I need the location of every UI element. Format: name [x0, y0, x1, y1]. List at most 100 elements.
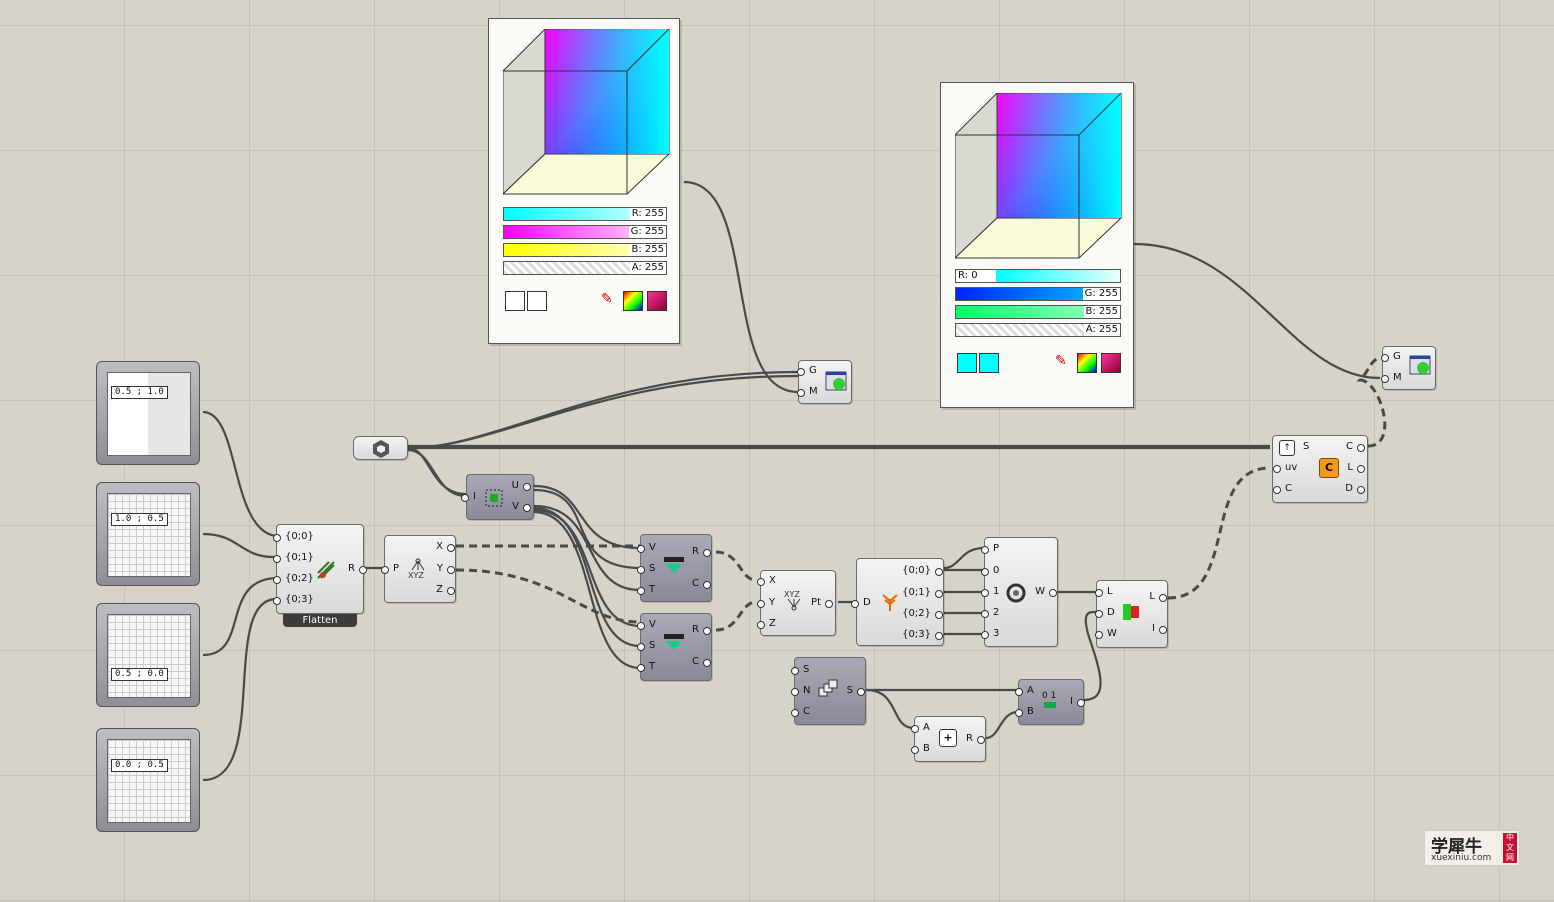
- green-channel-bar[interactable]: G: 255: [503, 225, 667, 239]
- output-port[interactable]: L: [1347, 462, 1364, 473]
- green-channel-bar[interactable]: G: 255: [955, 287, 1121, 301]
- input-port[interactable]: 0: [980, 565, 1000, 576]
- input-port[interactable]: {0;3}: [273, 594, 314, 605]
- colour-cube[interactable]: [955, 93, 1125, 263]
- input-port[interactable]: S: [636, 563, 656, 574]
- eyedropper-icon[interactable]: ✎: [1055, 353, 1067, 369]
- input-port[interactable]: A: [911, 722, 930, 733]
- input-port[interactable]: {0;1}: [273, 552, 314, 563]
- input-port[interactable]: D: [1095, 607, 1115, 618]
- input-port[interactable]: T: [636, 661, 656, 672]
- output-port[interactable]: C: [1346, 441, 1365, 452]
- input-port[interactable]: G: [1381, 351, 1401, 362]
- input-port[interactable]: {0;0}: [273, 531, 314, 542]
- output-port[interactable]: I: [1070, 696, 1085, 707]
- output-port[interactable]: V: [512, 501, 531, 512]
- colour-wheel-icon[interactable]: [623, 291, 643, 311]
- output-port[interactable]: {0;2}: [902, 608, 943, 619]
- colour-cube-icon[interactable]: [1101, 353, 1121, 373]
- input-port[interactable]: X: [757, 575, 776, 586]
- addition-component[interactable]: A B + R: [911, 716, 986, 762]
- colour-swatch-panel-1[interactable]: R: 255 G: 255 B: 255 A: 255 ✎: [488, 18, 680, 344]
- input-port[interactable]: B: [1015, 706, 1034, 717]
- input-port[interactable]: 3: [980, 628, 1000, 639]
- output-port[interactable]: R: [348, 563, 367, 574]
- entwine-component[interactable]: D {0;0} {0;1} {0;2} {0;3}: [851, 558, 944, 646]
- input-port[interactable]: V: [637, 542, 656, 553]
- graph-area[interactable]: [107, 739, 191, 823]
- input-port[interactable]: V: [637, 619, 656, 630]
- graph-mapper-1[interactable]: 0.5 ; 1.0: [96, 361, 200, 465]
- output-port[interactable]: S: [846, 685, 867, 696]
- input-port[interactable]: S: [636, 640, 656, 651]
- evaluate-surface-component-2[interactable]: V S T R C: [636, 613, 712, 681]
- input-port[interactable]: M: [797, 386, 818, 397]
- output-port[interactable]: X: [436, 541, 455, 552]
- output-port[interactable]: R: [966, 733, 985, 744]
- red-channel-bar[interactable]: R: 255: [503, 207, 667, 221]
- output-port[interactable]: R: [692, 546, 711, 557]
- surface-param[interactable]: [353, 436, 408, 460]
- input-port[interactable]: Y: [756, 597, 776, 608]
- output-port[interactable]: L: [1149, 591, 1166, 602]
- alpha-channel-bar[interactable]: A: 255: [955, 323, 1121, 337]
- graph-area[interactable]: [107, 372, 191, 456]
- colour-cube[interactable]: [503, 29, 673, 199]
- input-port[interactable]: A: [1015, 685, 1034, 696]
- graph-mapper-3[interactable]: 0.5 ; 0.0: [96, 603, 200, 707]
- colour-swatch-panel-2[interactable]: R: 0 G: 255 B: 255 A: 255 ✎: [940, 82, 1134, 408]
- deconstruct-point-component[interactable]: P XYZ X Y Z: [380, 535, 456, 603]
- input-port[interactable]: N: [790, 685, 811, 696]
- output-port[interactable]: C: [692, 656, 711, 667]
- colour-preview-box[interactable]: [505, 291, 525, 311]
- divide-domain-component[interactable]: I U V: [461, 474, 534, 520]
- input-port[interactable]: C: [791, 706, 810, 717]
- alpha-channel-bar[interactable]: A: 255: [503, 261, 667, 275]
- output-port[interactable]: {0;0}: [902, 565, 943, 576]
- output-port[interactable]: Y: [436, 563, 456, 574]
- input-port[interactable]: W: [1095, 628, 1117, 639]
- output-port[interactable]: {0;3}: [902, 629, 943, 640]
- output-port[interactable]: {0;1}: [902, 587, 943, 598]
- list-range-component[interactable]: A B 0 1 I: [1015, 679, 1085, 725]
- input-port[interactable]: I: [461, 491, 476, 502]
- input-port[interactable]: P: [980, 543, 1000, 554]
- output-port[interactable]: C: [692, 578, 711, 589]
- graph-area[interactable]: [107, 493, 191, 577]
- colour-cube-icon[interactable]: [647, 291, 667, 311]
- custom-preview-component-2[interactable]: G M: [1381, 346, 1436, 390]
- input-port[interactable]: S: [790, 664, 810, 675]
- evaluate-surface-component-1[interactable]: V S T R C: [636, 534, 712, 602]
- input-port[interactable]: P: [380, 563, 400, 574]
- output-port[interactable]: W: [1035, 586, 1057, 597]
- input-port[interactable]: S: [1303, 441, 1310, 452]
- output-port[interactable]: D: [1345, 483, 1365, 494]
- input-port[interactable]: {0;2}: [273, 573, 314, 584]
- construct-point-component[interactable]: X Y Z XYZ Pt: [756, 570, 836, 636]
- graph-area[interactable]: [107, 614, 191, 698]
- blue-channel-bar[interactable]: B: 255: [503, 243, 667, 257]
- input-port[interactable]: 2: [980, 607, 1000, 618]
- blue-channel-bar[interactable]: B: 255: [955, 305, 1121, 319]
- merge-component[interactable]: {0;0} {0;1} {0;2} {0;3} R: [273, 524, 367, 614]
- red-channel-bar[interactable]: R: 0: [955, 269, 1121, 283]
- input-port[interactable]: 1: [980, 586, 1000, 597]
- surface-closest-point-component[interactable]: ↑ S uv C C C L D: [1272, 435, 1368, 503]
- input-port[interactable]: Z: [757, 618, 776, 629]
- input-port[interactable]: L: [1095, 586, 1113, 597]
- output-port[interactable]: Pt: [811, 597, 833, 608]
- input-port[interactable]: uv: [1272, 462, 1298, 473]
- colour-wheel-icon[interactable]: [1077, 353, 1097, 373]
- series-component[interactable]: S N C S: [790, 657, 867, 725]
- input-port[interactable]: G: [797, 365, 817, 376]
- graph-mapper-2[interactable]: 1.0 ; 0.5: [96, 482, 200, 586]
- graph-mapper-4[interactable]: 0.0 ; 0.5: [96, 728, 200, 832]
- eyedropper-icon[interactable]: ✎: [601, 291, 613, 307]
- output-port[interactable]: R: [692, 624, 711, 635]
- input-port[interactable]: T: [636, 584, 656, 595]
- custom-preview-component-1[interactable]: G M: [797, 360, 852, 404]
- output-port[interactable]: Z: [436, 584, 455, 595]
- colour-preview-box[interactable]: [979, 353, 999, 373]
- input-port[interactable]: C: [1273, 483, 1292, 494]
- sublist-component[interactable]: L D W L I: [1095, 580, 1168, 648]
